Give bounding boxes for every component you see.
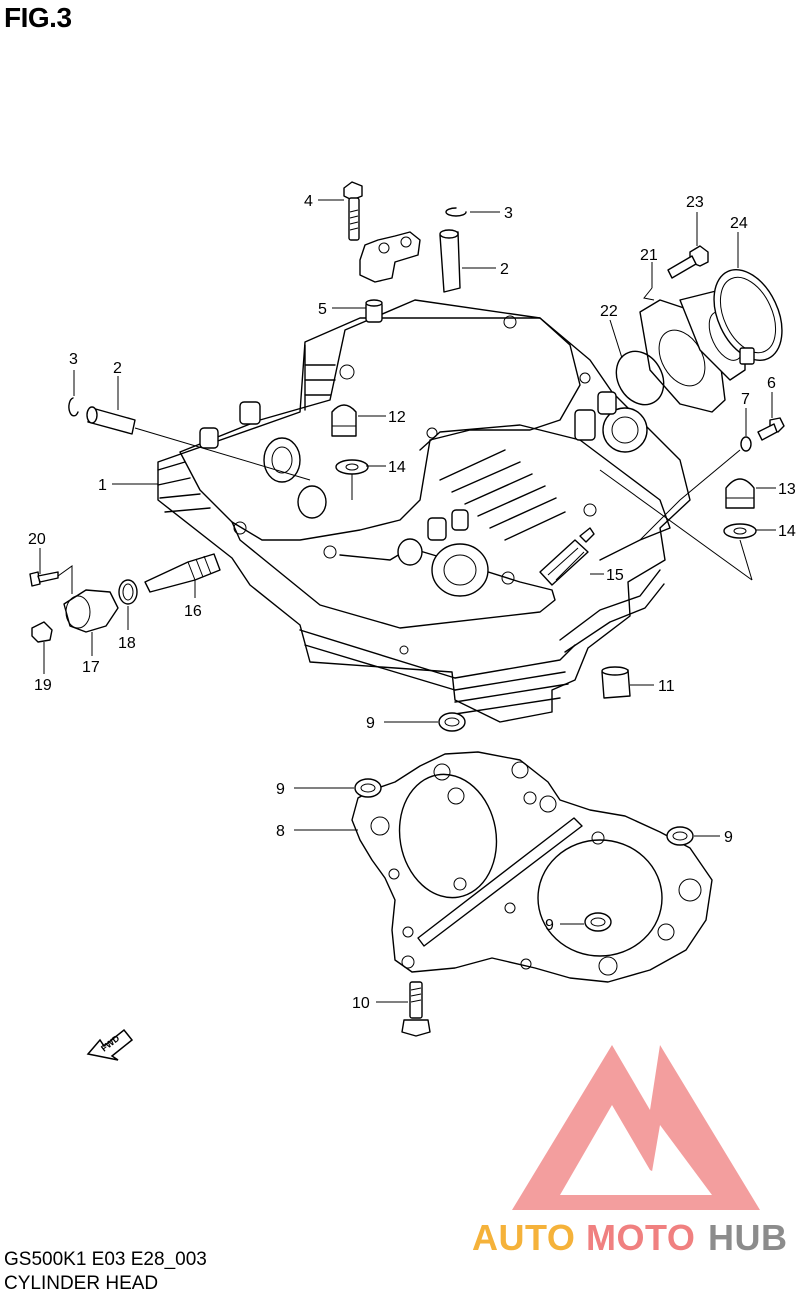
plug-19-part xyxy=(31,621,53,643)
cam-cap-part xyxy=(359,231,421,283)
logo-triangle-icon xyxy=(512,1045,760,1210)
spark-plug-15-part xyxy=(539,527,595,586)
callout-9-b: 9 xyxy=(276,781,285,798)
callout-22: 22 xyxy=(600,303,618,320)
bolt-4-part xyxy=(343,181,363,241)
callout-21: 21 xyxy=(640,247,658,264)
cap-nut-12-part xyxy=(331,404,357,437)
tacho-gear-16-part xyxy=(144,553,221,593)
dowel-5-part xyxy=(365,299,383,323)
dowel-9-parts xyxy=(354,712,694,932)
callout-3-upper: 3 xyxy=(504,205,513,222)
callout-14-upper: 14 xyxy=(388,459,406,476)
callout-17: 17 xyxy=(82,659,100,676)
bolt-6-part xyxy=(757,417,785,441)
clamp-24-part xyxy=(713,268,783,365)
watermark-moto: MOTO xyxy=(586,1217,695,1258)
screw-20-part xyxy=(29,571,59,587)
callout-20: 20 xyxy=(28,531,46,548)
head-gasket-8-part xyxy=(351,751,713,983)
callout-19: 19 xyxy=(34,677,52,694)
callout-15: 15 xyxy=(606,567,624,584)
cap-nut-13-part xyxy=(725,478,755,509)
figure-title: FIG.3 xyxy=(4,2,72,33)
oil-seal-18-part xyxy=(118,579,138,605)
valve-guide-2-left xyxy=(86,406,136,435)
callout-3-left: 3 xyxy=(69,351,78,368)
valve-guide-2-upper xyxy=(439,229,461,293)
callout-9-d: 9 xyxy=(545,917,554,934)
callout-24: 24 xyxy=(730,215,748,232)
callout-5: 5 xyxy=(318,301,327,318)
callout-14-right: 14 xyxy=(778,523,796,540)
watermark-hub: HUB xyxy=(708,1217,788,1258)
callout-1: 1 xyxy=(98,477,107,494)
bolt-10-part xyxy=(401,981,431,1037)
fwd-arrow-icon: FWD xyxy=(86,1028,134,1061)
callout-10: 10 xyxy=(352,995,370,1012)
callout-9-c: 9 xyxy=(724,829,733,846)
diagram-caption: CYLINDER HEAD xyxy=(4,1273,159,1294)
washer-7-part xyxy=(740,436,752,452)
o-ring-22-part xyxy=(615,350,665,406)
circlip-3-upper xyxy=(445,207,467,217)
callout-12: 12 xyxy=(388,409,406,426)
model-code: GS500K1 E03 E28_003 xyxy=(4,1249,207,1270)
callout-7: 7 xyxy=(741,391,750,408)
callout-16: 16 xyxy=(184,603,202,620)
washer-14-upper xyxy=(335,459,369,475)
callout-23: 23 xyxy=(686,194,704,211)
housing-17-part xyxy=(63,589,119,633)
callout-2-upper: 2 xyxy=(500,261,509,278)
callout-13: 13 xyxy=(778,481,796,498)
cylinder-head-part xyxy=(157,299,691,723)
leader-lines xyxy=(39,199,776,1003)
callout-2-left: 2 xyxy=(113,360,122,377)
circlip-3-left xyxy=(68,397,79,417)
washer-14-right xyxy=(723,523,757,539)
watermark-auto: AUTO xyxy=(472,1217,575,1258)
callout-9-a: 9 xyxy=(366,715,375,732)
callout-18: 18 xyxy=(118,635,136,652)
bolt-23-part xyxy=(667,245,709,279)
callout-labels: 4 3 2 5 3 2 1 12 14 23 24 21 22 6 7 13 1… xyxy=(28,193,796,1012)
watermark-logo xyxy=(512,1045,760,1210)
callout-8: 8 xyxy=(276,823,285,840)
dowel-11-part xyxy=(601,666,631,699)
callout-4: 4 xyxy=(304,193,313,210)
callout-6: 6 xyxy=(767,375,776,392)
callout-11: 11 xyxy=(658,678,675,695)
